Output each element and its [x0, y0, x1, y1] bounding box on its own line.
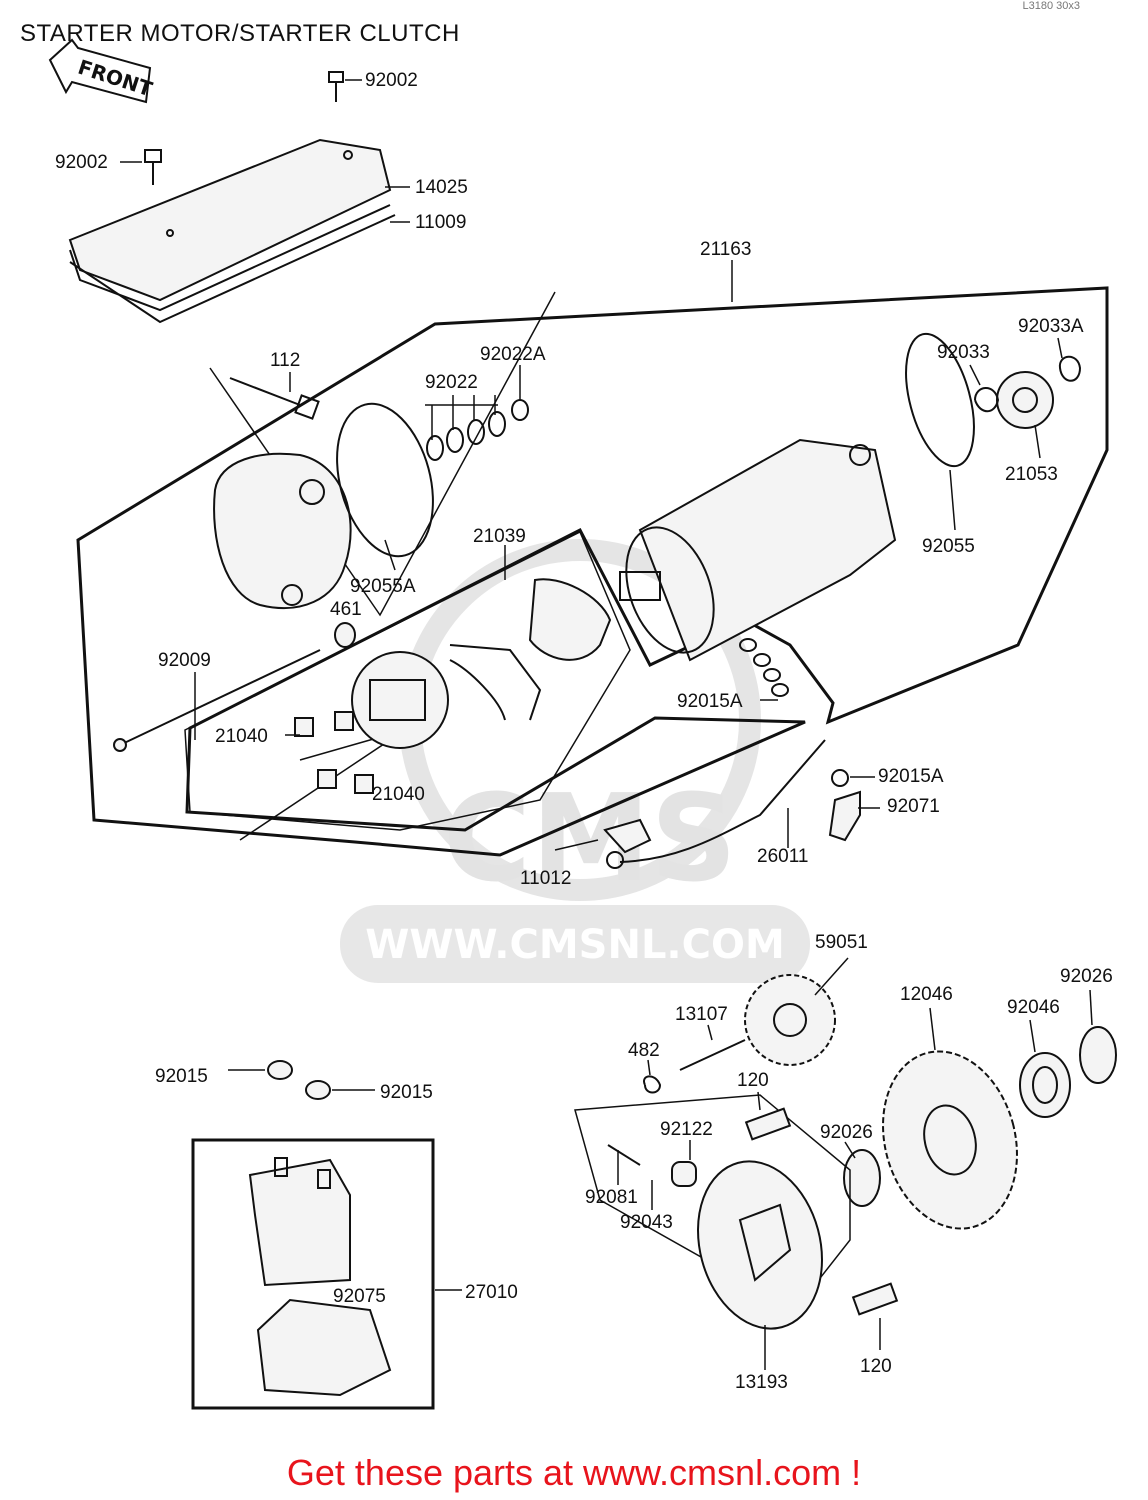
label-120-lower: 120 — [860, 1356, 892, 1377]
rear-housing — [213, 452, 352, 610]
label-92043: 92043 — [620, 1212, 673, 1233]
bolt-92002-top — [328, 71, 344, 102]
label-11012: 11012 — [520, 868, 571, 889]
leader-lines — [120, 79, 1093, 1370]
label-92015A-b: 92015A — [878, 766, 944, 787]
label-59051: 59051 — [815, 932, 868, 953]
label-11009: 11009 — [415, 212, 466, 233]
starter-motor-body — [619, 438, 897, 662]
label-12046: 12046 — [900, 984, 953, 1005]
label-92046: 92046 — [1007, 997, 1060, 1018]
brush-21040-b — [334, 711, 354, 731]
gear-21053 — [996, 371, 1054, 429]
bolt-92002-left — [144, 149, 162, 185]
label-21163: 21163 — [700, 239, 751, 260]
frame-13193 — [574, 1094, 851, 1311]
nut-92015-a — [267, 1060, 293, 1080]
label-92033A: 92033A — [1018, 316, 1084, 337]
bolt-120-upper — [744, 1107, 792, 1141]
clip-92033 — [974, 387, 1000, 413]
label-92002-left: 92002 — [55, 152, 108, 173]
diagram-ref-code: L3180 30x3 — [1022, 0, 1081, 12]
label-92009: 92009 — [158, 650, 211, 671]
bolt-112 — [229, 377, 320, 420]
cover-11012 — [603, 818, 652, 854]
footer-link-text[interactable]: Get these parts at www.cmsnl.com ! — [286, 1452, 862, 1493]
clutch-hub-13193 — [697, 1160, 823, 1330]
label-27010: 27010 — [465, 1282, 518, 1303]
brush-21040-a — [294, 717, 314, 737]
spring-92081 — [607, 1144, 641, 1166]
label-13107: 13107 — [675, 1004, 728, 1025]
brush-cover — [528, 578, 612, 661]
watermark-brand: CMS — [443, 770, 737, 909]
label-92026-b: 92026 — [820, 1122, 873, 1143]
washer-92026-left — [843, 1149, 881, 1207]
through-bolt-92009 — [119, 649, 321, 746]
brush-plate — [351, 651, 449, 749]
label-482: 482 — [628, 1040, 660, 1061]
brush-21040-d — [354, 774, 374, 794]
label-21040-b: 21040 — [372, 784, 425, 805]
bearing-92046 — [1019, 1052, 1071, 1118]
label-92055A: 92055A — [350, 576, 416, 597]
label-92015-b: 92015 — [380, 1082, 433, 1103]
washer-92026-right — [1079, 1026, 1117, 1084]
shaft-13107 — [679, 1039, 746, 1071]
label-120-upper: 120 — [737, 1070, 769, 1091]
sprocket-59051 — [744, 974, 836, 1066]
oring-92055 — [905, 332, 975, 468]
front-arrow: FRONT — [48, 38, 156, 104]
part-labels: 92002 92002 14025 11009 21163 112 92022 … — [55, 70, 1113, 1393]
frame-21039 — [184, 530, 631, 831]
terminal-hardware — [739, 638, 849, 787]
starter-cover — [68, 138, 396, 324]
watermark-url-pill — [340, 905, 810, 983]
relay-cover-92075 — [256, 1298, 392, 1397]
label-112: 112 — [270, 350, 300, 371]
bolt-120-lower — [851, 1282, 899, 1316]
clip-482 — [643, 1075, 662, 1094]
label-92015-a: 92015 — [155, 1066, 208, 1087]
brush-leads — [449, 644, 542, 721]
clip-92033A — [1058, 355, 1082, 382]
label-92122: 92122 — [660, 1119, 713, 1140]
label-14025: 14025 — [415, 177, 468, 198]
label-92015A-a: 92015A — [677, 691, 743, 712]
label-92022: 92022 — [425, 372, 478, 393]
label-92033: 92033 — [937, 342, 990, 363]
label-92081: 92081 — [585, 1187, 638, 1208]
label-92075: 92075 — [333, 1286, 386, 1307]
label-92026-a: 92026 — [1060, 966, 1113, 987]
starter-cable-26011 — [606, 739, 826, 869]
frame-27010 — [191, 1138, 435, 1410]
frame-21163 — [76, 286, 1109, 857]
label-21053: 21053 — [1005, 464, 1058, 485]
label-26011: 26011 — [757, 846, 808, 867]
nut-92015-b — [305, 1080, 331, 1100]
watermark-url: WWW.CMSNL.COM — [365, 922, 785, 968]
cap-92071 — [828, 790, 861, 842]
label-13193: 13193 — [735, 1372, 788, 1393]
gear-12046 — [882, 1050, 1018, 1230]
label-92055: 92055 — [922, 536, 975, 557]
guide-112 — [209, 291, 556, 617]
label-21040-a: 21040 — [215, 726, 268, 747]
label-92002-top: 92002 — [365, 70, 418, 91]
starter-relay — [248, 1157, 351, 1287]
diagram-title: STARTER MOTOR/STARTER CLUTCH — [20, 20, 460, 47]
label-92022A: 92022A — [480, 344, 546, 365]
washers-92022 — [426, 399, 529, 461]
bushing-461 — [334, 622, 356, 648]
label-461: 461 — [330, 599, 362, 620]
label-92071: 92071 — [887, 796, 940, 817]
brush-21040-c — [317, 769, 337, 789]
label-21039: 21039 — [473, 526, 526, 547]
roller-92043 — [671, 1161, 697, 1187]
oring-92055A — [336, 402, 434, 558]
